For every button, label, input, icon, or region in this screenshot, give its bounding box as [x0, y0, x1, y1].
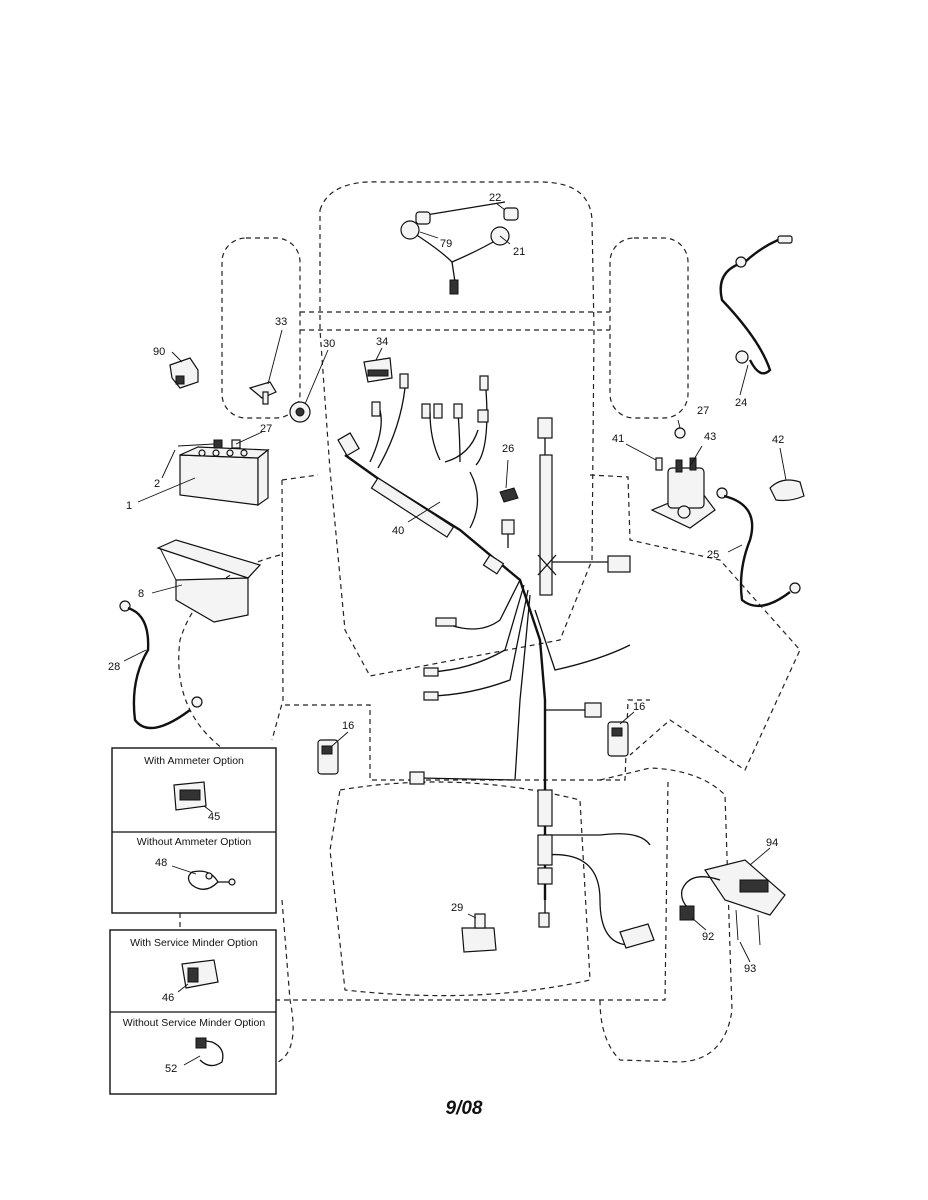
- rear-left-wheel: [277, 899, 294, 1063]
- leader-lines: [123, 202, 787, 963]
- part-callouts: 22 79 21 33 30 34 90 27 2 1 8 28 40 26 1…: [108, 192, 784, 975]
- callout-41: 41: [612, 433, 624, 445]
- callout-48: 48: [155, 857, 167, 869]
- callout-43: 43: [704, 431, 716, 443]
- callout-30: 30: [323, 338, 335, 350]
- front-right-wheel: [609, 237, 689, 419]
- ammeter-option-box: With Ammeter Option 45 Without Ammeter O…: [111, 747, 277, 914]
- front-axle-outline: [300, 311, 610, 331]
- callout-92: 92: [702, 931, 714, 943]
- headlight-assembly: [400, 201, 519, 295]
- callout-52: 52: [165, 1063, 177, 1075]
- service-minder-option-box: With Service Minder Option 46 Without Se…: [109, 929, 277, 1095]
- callout-21: 21: [513, 246, 525, 258]
- callout-16-left: 16: [342, 720, 354, 732]
- callout-24: 24: [735, 397, 747, 409]
- with-service-minder-label: With Service Minder Option: [130, 937, 258, 949]
- ammeter-jumper: [187, 870, 230, 890]
- with-ammeter-label: With Ammeter Option: [144, 755, 244, 767]
- callout-28: 28: [108, 661, 120, 673]
- callout-1: 1: [126, 500, 132, 512]
- front-left-wheel: [221, 237, 301, 419]
- battery-area: [119, 357, 393, 730]
- callout-25: 25: [707, 549, 719, 561]
- rear-frame-outline: [275, 699, 669, 1001]
- callout-79: 79: [440, 238, 452, 250]
- without-service-minder-label: Without Service Minder Option: [123, 1017, 266, 1029]
- hood-outline: [319, 181, 595, 677]
- callout-2: 2: [154, 478, 160, 490]
- callout-27-left: 27: [260, 423, 272, 435]
- callout-8: 8: [138, 588, 144, 600]
- date-code: 9/08: [445, 1098, 483, 1119]
- callout-90: 90: [153, 346, 165, 358]
- rear-right-wheel: [599, 767, 733, 1063]
- callout-40: 40: [392, 525, 404, 537]
- callout-93: 93: [744, 963, 756, 975]
- frame-left-outline: [271, 474, 319, 741]
- callout-26: 26: [502, 443, 514, 455]
- callout-29: 29: [451, 902, 463, 914]
- callout-16-right: 16: [633, 701, 645, 713]
- main-wiring-harness: [337, 373, 651, 946]
- callout-94: 94: [766, 837, 778, 849]
- starter-area: [317, 235, 805, 953]
- callout-34: 34: [376, 336, 388, 348]
- callout-27-right: 27: [697, 405, 709, 417]
- callout-33: 33: [275, 316, 287, 328]
- callout-45: 45: [208, 811, 220, 823]
- without-ammeter-label: Without Ammeter Option: [137, 836, 252, 848]
- callout-22: 22: [489, 192, 501, 204]
- callout-46: 46: [162, 992, 174, 1004]
- callout-42: 42: [772, 434, 784, 446]
- service-minder-jumper: [199, 1039, 224, 1067]
